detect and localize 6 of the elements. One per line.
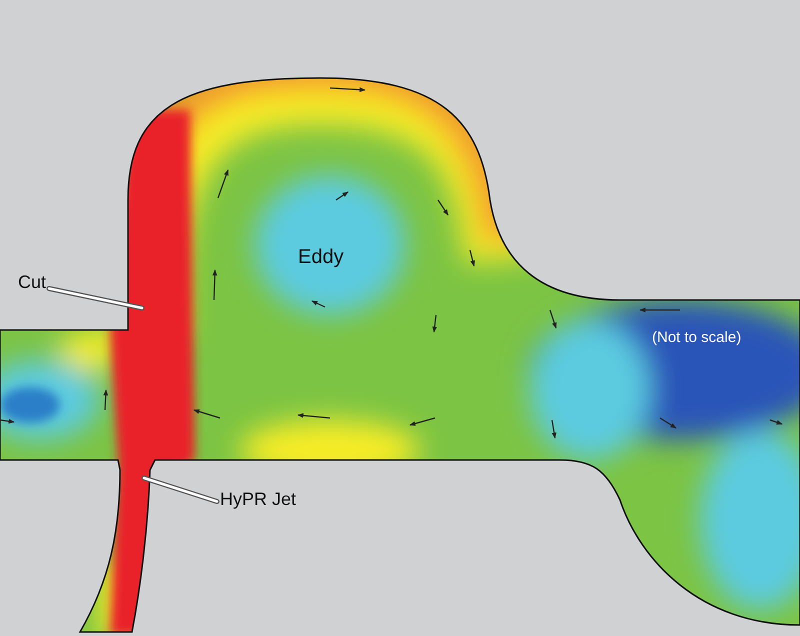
leader-line	[142, 476, 220, 504]
annotation-text: (Not to scale)	[652, 329, 742, 346]
callout-text: HyPR Jet	[220, 489, 296, 510]
callout-text: Cut	[18, 272, 46, 293]
annotation-text: Eddy	[298, 246, 344, 269]
leader-line	[46, 286, 144, 310]
